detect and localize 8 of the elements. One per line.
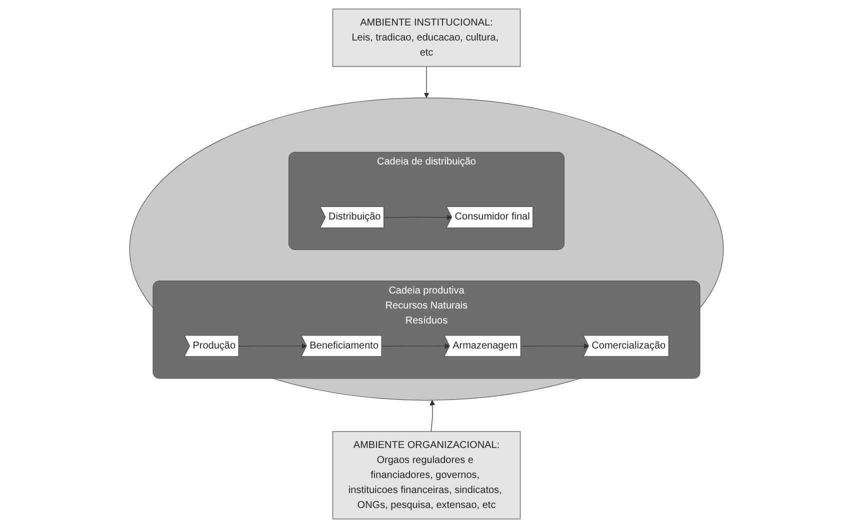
arrow [520,342,590,348]
arrow [424,66,430,98]
node-box: AMBIENTE INSTITUCIONAL: Leis, tradicao, educacao, cultura, etc [332,8,521,66]
node-box: AMBIENTE ORGANIZACIONAL: Orgaos reguladores e financiadores, governos, instituicoes financeiras, sindicatos, ONGs, pesquisa, extensao, etc [332,430,521,519]
arrow [238,342,308,348]
arrow [430,400,436,432]
arrow [382,342,450,348]
arrow [384,214,452,220]
